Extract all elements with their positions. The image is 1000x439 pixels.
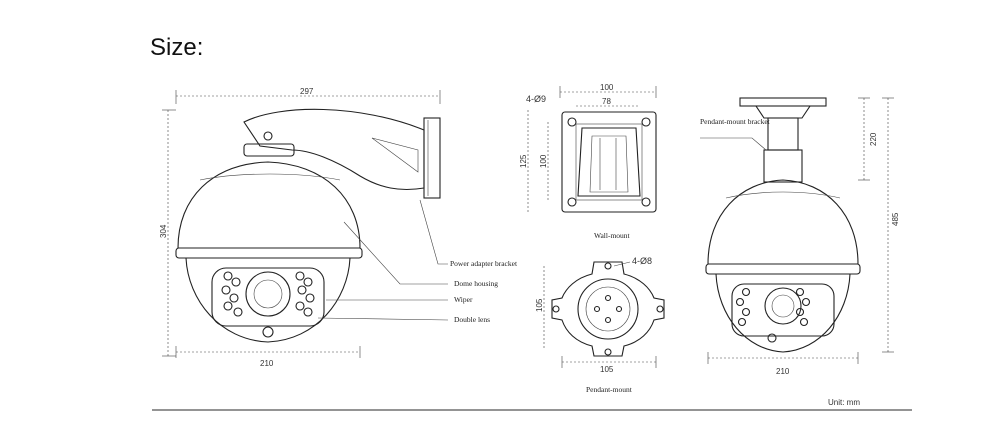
caption-wall-mount: Wall-mount bbox=[594, 231, 631, 240]
dim-dome-210-right: 210 bbox=[776, 367, 790, 376]
dim-pendant-height: 105 bbox=[535, 298, 544, 312]
caption-pendant-mount: Pendant-mount bbox=[586, 385, 633, 394]
callout-double-lens: Double lens bbox=[454, 315, 490, 324]
dim-wall-inner-height: 100 bbox=[539, 154, 548, 168]
dim-wall-inner-width: 78 bbox=[602, 97, 611, 106]
dim-height-304: 304 bbox=[159, 224, 168, 238]
left-camera-view: 297 304 bbox=[159, 87, 518, 368]
pendant-mount-view: 4-Ø8 105 105 Pendant-mount bbox=[535, 256, 665, 394]
dim-bracket-220: 220 bbox=[869, 132, 878, 146]
pendant-mount-holes: 4-Ø8 bbox=[632, 256, 652, 266]
wall-mount-holes: 4-Ø9 bbox=[526, 94, 546, 104]
callout-pendant-mount-bracket: Pendant-mount bracket bbox=[700, 117, 771, 126]
right-camera-view: Pendant-mount bracket 220 485 210 bbox=[700, 97, 900, 376]
callout-dome-housing: Dome housing bbox=[454, 279, 498, 288]
wall-mount-view: 4-Ø9 100 78 125 100 Wall-mount bbox=[519, 83, 657, 240]
dim-width-297: 297 bbox=[300, 87, 314, 96]
unit-label: Unit: mm bbox=[828, 398, 860, 407]
dim-wall-outer-height: 125 bbox=[519, 154, 528, 168]
callout-wiper: Wiper bbox=[454, 295, 473, 304]
dim-wall-outer-width: 100 bbox=[600, 83, 614, 92]
callout-power-adapter-bracket: Power adapter bracket bbox=[450, 259, 518, 268]
dim-pendant-width: 105 bbox=[600, 365, 614, 374]
dim-total-485: 485 bbox=[891, 212, 900, 226]
page-title: Size: bbox=[150, 34, 204, 61]
dim-dome-210-left: 210 bbox=[260, 359, 274, 368]
